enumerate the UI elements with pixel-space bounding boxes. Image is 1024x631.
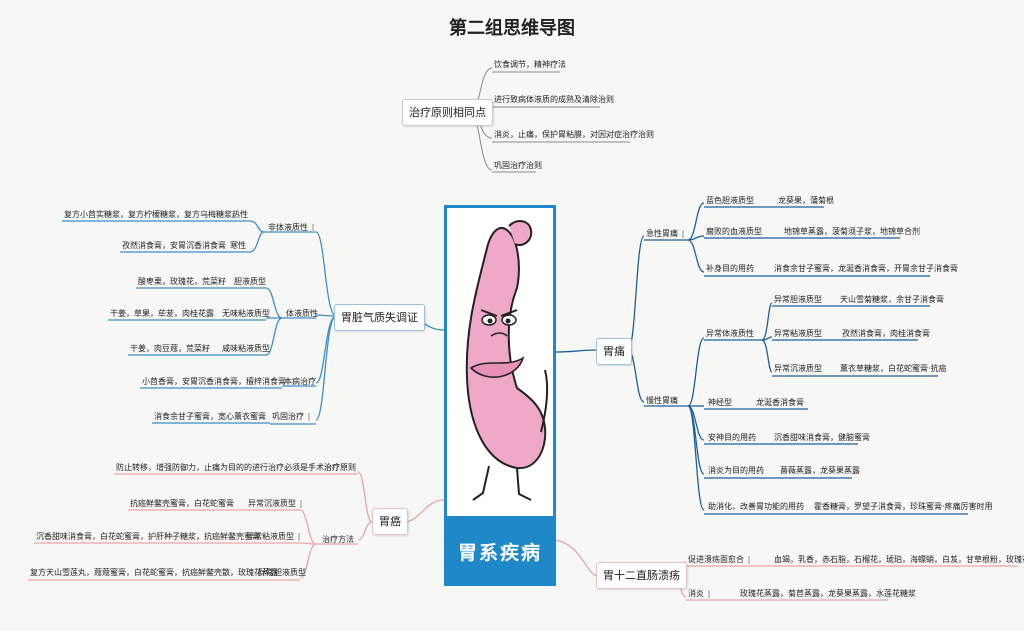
item-value: 玫瑰花蒸露，菊苣蒸露，龙葵果蒸露，水莲花糖浆 xyxy=(740,589,916,598)
top-item-3: 消炎，止痛，保护胃粘膜，对因对症治疗治则 xyxy=(494,130,654,139)
item-value: 干姜，肉豆蔻，荒菜籽 xyxy=(130,344,210,353)
item-name: 助消化，改善胃功能的用药 xyxy=(708,502,804,511)
top-item-2: 进行致病体液质的成熟及清除治则 xyxy=(494,95,614,104)
item-value: 干姜，草果，荜茇，肉桂花露 xyxy=(110,309,214,318)
item-name: 腐败的血液质型 xyxy=(706,227,762,236)
item-value: 孜然消食膏，肉桂消食膏 xyxy=(842,329,930,338)
item-name: 促进溃疡面愈合 xyxy=(688,555,750,565)
node-stomach-pain[interactable]: 胃痛 xyxy=(596,338,632,365)
item-value: 复方小茴实糖浆，复方柠檬糖浆，复方乌梅糖浆。 xyxy=(64,210,240,219)
item-name: 咸味粘液质型 xyxy=(222,344,270,353)
item-value: 消食余甘子蜜膏，龙涎香消食膏，开胃余甘子消食膏 xyxy=(774,264,958,273)
item-name: 蓝色胆液质型 xyxy=(706,196,754,205)
group-chronic: 慢性胃痛 xyxy=(646,396,678,405)
item-value: 薔薇蒸露，龙葵果蒸露 xyxy=(780,466,860,475)
node-label: 胃癌 xyxy=(379,515,401,528)
node-stomach-temperament[interactable]: 胃脏气质失调证 xyxy=(334,304,425,331)
item-name: 巩固治疗 xyxy=(272,412,310,422)
group-method: 治疗方法 xyxy=(322,535,354,544)
item-name: 消炎 xyxy=(688,589,710,599)
item-name: 胆液质型 xyxy=(234,277,266,286)
node-label: 胃痛 xyxy=(603,345,625,358)
item-name: 异常沉液质型 xyxy=(248,499,302,509)
node-duodenal-ulcer[interactable]: 胃十二直肠溃疡 xyxy=(596,562,687,589)
node-label: 治疗原则相同点 xyxy=(409,106,486,119)
page-title: 第二组思维导图 xyxy=(449,18,575,39)
item-name: 本病治疗 xyxy=(284,377,316,386)
node-gastric-cancer[interactable]: 胃癌 xyxy=(372,508,408,535)
item-name: 无味粘液质型 xyxy=(222,309,270,318)
collapse-marker xyxy=(298,532,300,541)
stomach-illustration xyxy=(465,220,549,501)
collapse-marker xyxy=(308,412,310,421)
collapse-marker xyxy=(300,499,302,508)
item-name: 异常粘液质型 xyxy=(774,329,822,338)
item-value: 沉香甜味消食膏，健脑蜜膏 xyxy=(774,433,870,442)
item-name: 异常粘液质型 xyxy=(246,532,300,542)
item-name: 异常胆液质型 xyxy=(258,568,306,577)
collapse-marker xyxy=(312,223,314,232)
item-value: 防止转移，增强防御力，止痛为目的的进行治疗必须是手术治疗 xyxy=(116,463,340,472)
item-value: 龙葵果，蒲菊根 xyxy=(778,196,834,205)
item-name: 神经型 xyxy=(708,398,732,407)
item-value: 孜然消食膏，安胃沉香消食膏 xyxy=(122,241,226,250)
node-treatment-principles[interactable]: 治疗原则相同点 xyxy=(402,99,493,126)
group-acute: 急性胃痛 xyxy=(646,229,684,239)
collapse-marker xyxy=(708,589,710,598)
node-label: 胃脏气质失调证 xyxy=(341,311,418,324)
item-value: 龙涎香消食膏 xyxy=(756,398,804,407)
node-label: 胃十二直肠溃疡 xyxy=(603,569,680,582)
item-name: 热性 xyxy=(232,210,248,219)
item-name: 异常胆液质型 xyxy=(774,295,822,304)
item-value: 天山雪菊糖浆，余甘子消食膏 xyxy=(840,295,944,304)
item-value: 沉香甜味消食膏，白花蛇蜜膏，护肝种子糖浆，抗癌鲜鳖壳蜜膏 xyxy=(36,532,260,541)
item-value: 消食余甘子蜜膏，宽心薰衣蜜膏 xyxy=(154,412,266,421)
item-value: 抗癌鲜鳖壳蜜膏，白花蛇蜜膏 xyxy=(130,499,234,508)
item-value: 霍香糖膏，罗望子消食膏，珍珠蜜膏·疼痛厉害时用 xyxy=(814,502,993,511)
collapse-marker xyxy=(748,555,750,564)
item-name: 治疗原则 xyxy=(324,463,356,472)
item-name: 安神目的用药 xyxy=(708,433,756,442)
top-item-1: 饮食调节，精神疗法 xyxy=(494,60,566,69)
item-name: 补身目的用药 xyxy=(706,264,754,273)
item-name: 寒性 xyxy=(230,241,246,250)
item-value: 血竭，乳香，赤石脂，石榴花，琥珀，海螵蛸，白芨，甘草根粉，玫瑰花等。 xyxy=(774,555,1024,564)
item-name: 异常沉液质型 xyxy=(774,364,822,373)
center-label[interactable]: 胃系疾病 xyxy=(444,516,556,586)
item-name: 消炎为目的用药 xyxy=(708,466,764,475)
group-abnormal-humor: 异常体液质性 xyxy=(706,329,754,338)
group-non-humoral: 非体液质性 xyxy=(268,223,314,233)
item-value: 酸枣栗，玫瑰花，荒菜籽 xyxy=(138,277,226,286)
item-value: 复方天山雪莲丸，蔻蔻蜜膏，白花蛇蜜膏，抗癌鲜鳖壳散，玫瑰花蒸露 xyxy=(30,568,278,577)
item-value: 小茴香膏，安胃沉香消食膏，檀梓消食膏 xyxy=(142,377,286,386)
item-value: 薰衣草糖浆，白花蛇蜜膏·抗癌 xyxy=(840,364,947,373)
item-value: 地锦草蒸露，菠菊须子浆，地锦草合剂 xyxy=(784,227,920,236)
group-humoral: 体液质性 xyxy=(286,309,318,318)
top-item-4: 巩固治疗治则 xyxy=(494,161,542,170)
collapse-marker xyxy=(682,229,684,238)
